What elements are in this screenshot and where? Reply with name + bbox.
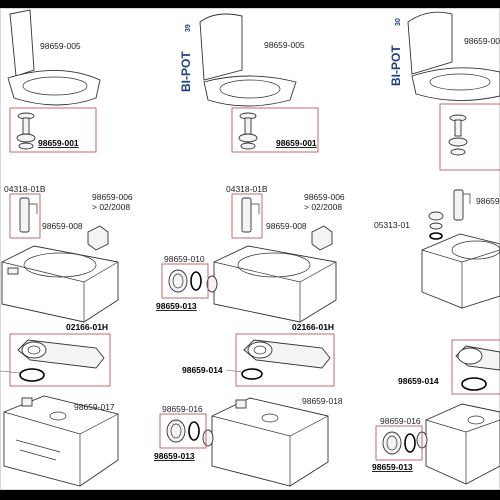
lower-tank-part	[3, 395, 119, 487]
valve-highlight-box-2	[231, 107, 319, 153]
label-pump-small: 05313-01	[374, 220, 410, 230]
brand-size-right: 30	[395, 18, 402, 26]
label-seat-2: 98659-005	[264, 40, 305, 50]
label-piston-kit-2-2: > 02/2008	[304, 202, 342, 212]
lower-tank-part-3	[416, 403, 500, 485]
label-pump-2: 04318-01B	[226, 184, 268, 194]
valve-part	[16, 112, 36, 150]
label-upper-tank-2: 98659-008	[266, 221, 307, 231]
column-1: 98659-005 98659-001 04318-01B 98659-006 …	[0, 9, 133, 487]
label-drain-seal-3: 98659-013	[372, 462, 413, 472]
valve-highlight-box-3	[439, 103, 500, 171]
label-seat-3: 98659-005	[464, 36, 500, 46]
slide-valve-highlight-box	[9, 333, 111, 387]
label-valve-2: 98659-001	[276, 138, 317, 148]
label-slide-seal-3: 98659-014	[398, 376, 439, 386]
brand-name-left: BI-POT	[179, 51, 193, 92]
label-seat: 98659-005	[40, 41, 81, 51]
brand-name-right: BI-POT	[389, 45, 403, 86]
seat-lid-part-2	[199, 13, 297, 107]
drain-cap-part	[166, 419, 200, 443]
slide-valve-part	[17, 339, 105, 369]
label-drain-cap: 98659-016	[162, 404, 203, 414]
label-valve: 98659-001	[38, 138, 79, 148]
slide-valve-part-3	[455, 345, 500, 371]
pump-highlight-box	[9, 193, 41, 239]
drain-cap-part-3	[382, 431, 416, 455]
piston-bracket-part-2	[311, 225, 333, 251]
seat-lid-part-3	[407, 11, 500, 101]
label-drain-seal: 98659-013	[154, 451, 195, 461]
slide-seal-ring-2	[241, 368, 263, 380]
seat-lid-part	[7, 9, 101, 106]
valve-part-3	[448, 114, 468, 156]
slide-valve-highlight-box-3	[451, 339, 500, 395]
pump-part-3	[453, 189, 471, 221]
piston-bracket-part	[87, 225, 109, 251]
label-cap: 98659-010	[164, 254, 205, 264]
pump-part	[19, 197, 38, 233]
label-slide-valve: 02166-01H	[66, 322, 108, 332]
cap-part	[168, 269, 202, 293]
label-lower-tank-b: 98659-018	[302, 396, 343, 406]
pump-highlight-box-2	[231, 193, 263, 239]
label-piston-kit-2-1: 98659-006	[304, 192, 345, 202]
label-piston-kit-2: > 02/2008	[92, 202, 130, 212]
upper-tank-part-2	[206, 245, 337, 323]
label-piston-kit-1: 98659-006	[92, 192, 133, 202]
slide-valve-part-2	[243, 339, 331, 369]
label-slide-valve-2: 02166-01H	[292, 322, 334, 332]
label-drain-cap-3: 98659-016	[380, 416, 421, 426]
brand-size-left: 39	[185, 24, 192, 32]
cap-highlight-box	[161, 263, 209, 299]
label-lower-tank-a: 98659-017	[74, 402, 115, 412]
drain-cap-highlight-box	[159, 413, 207, 449]
slide-seal-ring-3	[461, 377, 487, 391]
valve-highlight-box	[9, 107, 97, 153]
label-pump: 04318-01B	[4, 184, 46, 194]
column-3: BI-POT 30 98659-005 98659-006 05313-01	[372, 11, 500, 485]
valve-part-2	[238, 112, 258, 150]
label-piston-kit-3: 98659-006	[476, 196, 500, 206]
slide-valve-highlight-box-2	[235, 333, 335, 387]
pump-part-2	[241, 197, 260, 233]
label-slide-seal: 98659-014	[182, 365, 223, 375]
upper-tank-part	[1, 245, 119, 323]
lower-tank-part-2	[202, 397, 329, 487]
upper-tank-part-3	[421, 233, 500, 309]
label-upper-tank: 98659-008	[42, 221, 83, 231]
slide-seal-ring	[19, 368, 45, 382]
drain-cap-highlight-box-3	[375, 425, 423, 461]
label-cap-seal: 98659-013	[156, 301, 197, 311]
column-2: BI-POT 39 98659-005 98659-001 04318-01B …	[154, 13, 345, 487]
pump-small-part	[428, 211, 444, 240]
